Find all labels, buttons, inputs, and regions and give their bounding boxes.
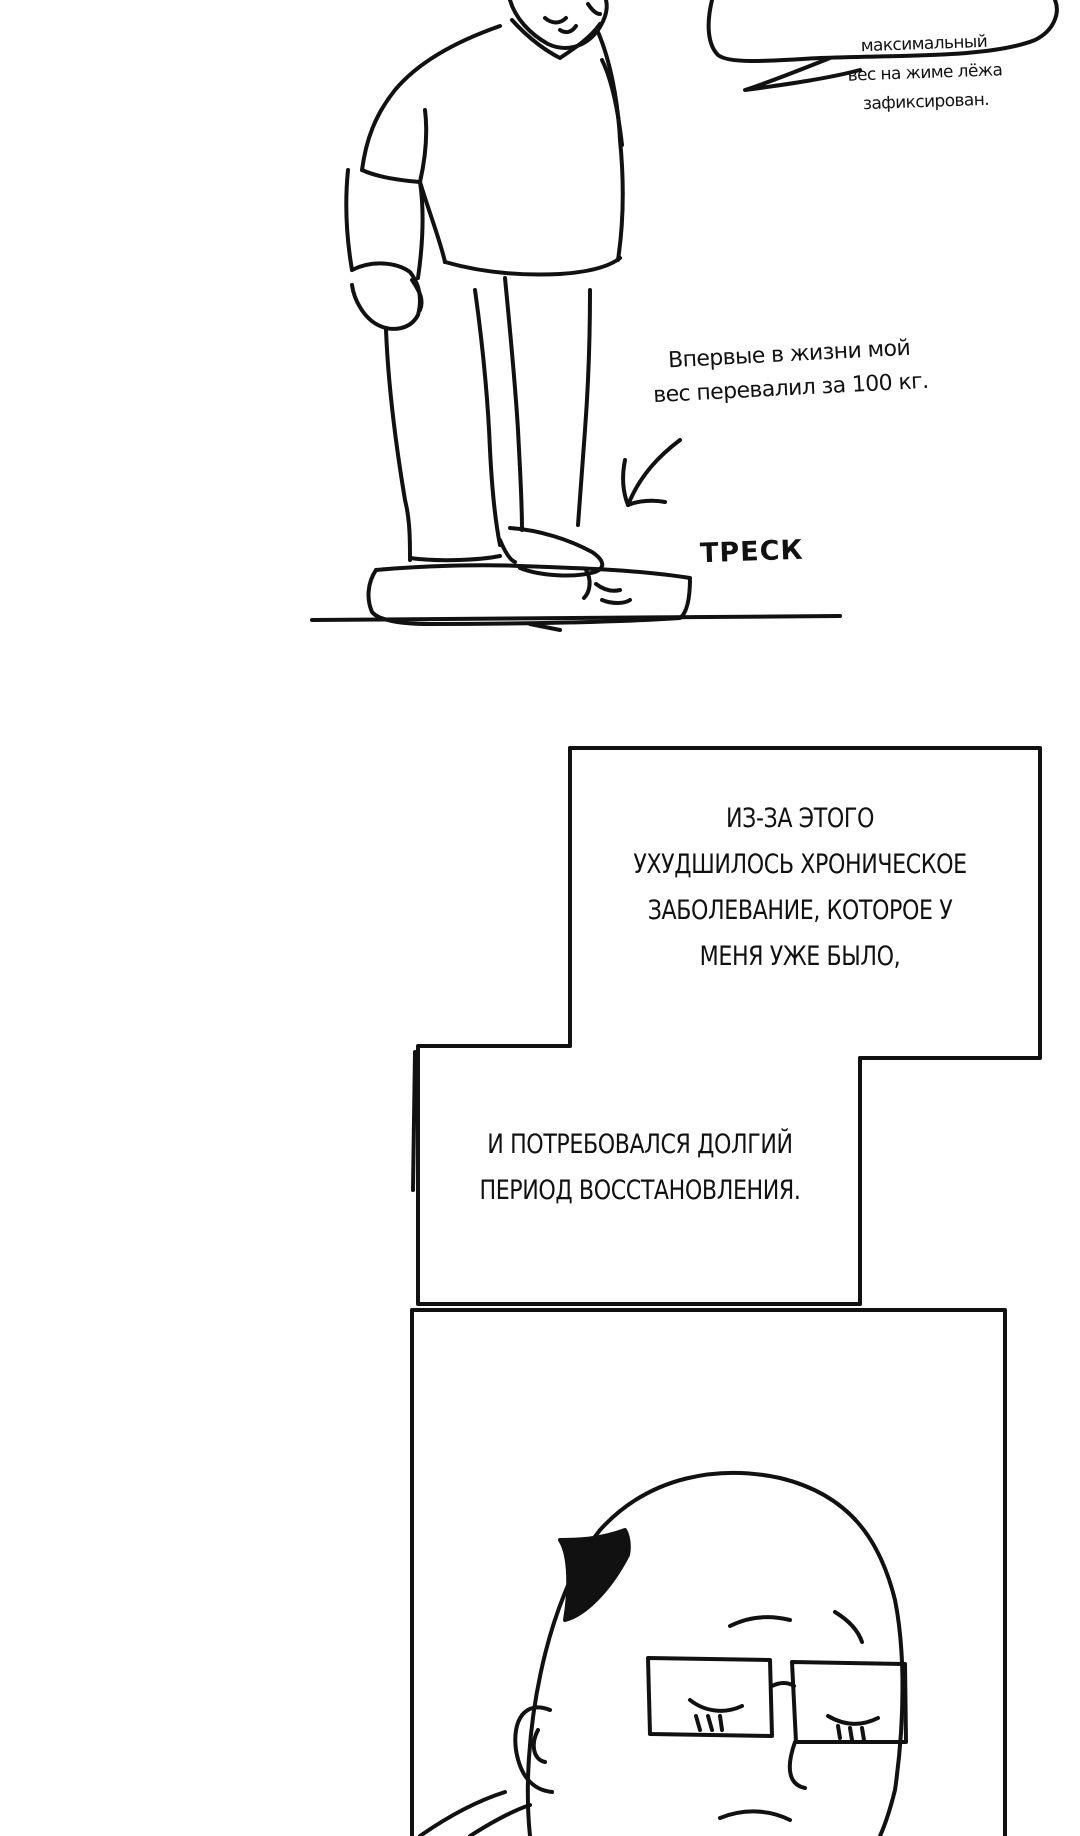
arrow	[626, 438, 682, 507]
bottom-panel-outline	[410, 1308, 1007, 1836]
caption-box-bottom-outline	[416, 1044, 862, 1306]
sound-effect-crack: ТРЕСК	[699, 534, 805, 570]
speech-bubble-text: максимальный вес на жиме лёжа зафиксиров…	[847, 31, 1003, 115]
caption-box-bottom-text: И ПОТРЕБОВАЛСЯ ДОЛГИЙ ПЕРИОД ВОССТАНОВЛЕ…	[479, 1129, 801, 1206]
scale	[366, 563, 692, 626]
speech-bubble-tail	[743, 56, 862, 92]
bald-man-face	[418, 1470, 908, 1836]
speech-bubble-outline	[706, 0, 1059, 64]
standing-man-figure	[310, 0, 842, 632]
caption-box-top-outline	[568, 746, 1042, 1060]
caption-box-top-text: ИЗ-ЗА ЭТОГО УХУДШИЛОСЬ ХРОНИЧЕСКОЕ ЗАБОЛ…	[633, 803, 967, 972]
floor-line	[310, 614, 842, 622]
